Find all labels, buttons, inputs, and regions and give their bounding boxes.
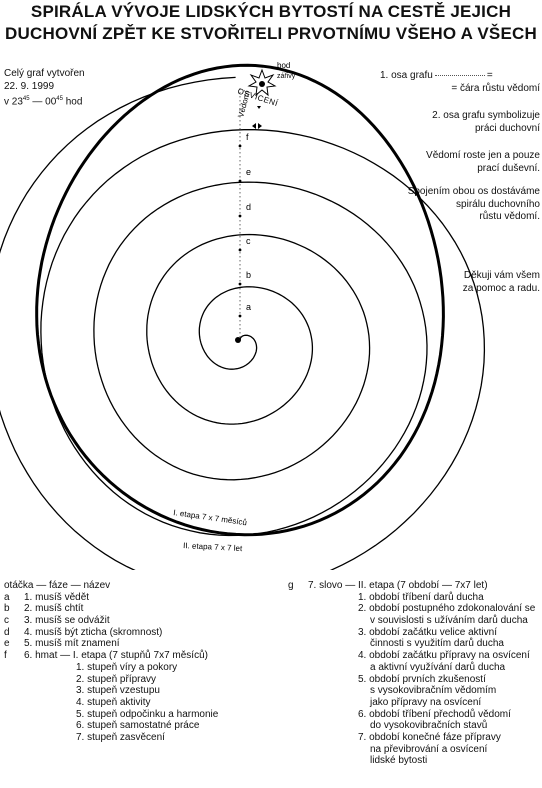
- legend-right-line: 2. období postupného zdokonalování se: [358, 603, 536, 615]
- legend-right-line: 3. období začátku velice aktivní: [358, 626, 497, 638]
- axis-tick-d: [238, 214, 242, 218]
- legend-right-header: g 7. slovo — II. etapa (7 období — 7x7 l…: [288, 580, 488, 591]
- outer-band: [35, 63, 445, 537]
- legend-right-line: s vysokovibračním vědomím: [370, 685, 497, 697]
- legend-right-line: 5. období prvních zkušeností: [358, 673, 486, 685]
- axis-tick-a: [238, 314, 242, 318]
- legend-right: g 7. slovo — II. etapa (7 období — 7x7 l…: [288, 580, 542, 767]
- axis-tick-c: [238, 248, 242, 252]
- legend-left-step: 7. stupeň zasvěcení: [76, 731, 165, 743]
- creation-line-2: 22. 9. 1999: [4, 80, 55, 92]
- legend-right-line: jako přípravy na osvícení: [370, 696, 482, 708]
- legend-right-line: 4. období začátku přípravy na osvícení: [358, 650, 530, 662]
- legend-left-header: otáčka — fáze — název: [4, 580, 111, 591]
- legend-right-line: činnosti s využitím darů ducha: [370, 638, 504, 650]
- creation-line-1: Celý graf vytvořen: [4, 68, 85, 79]
- legend-left-step: 1. stupeň víry a pokory: [76, 661, 178, 673]
- axis-mark-d: d: [246, 202, 251, 212]
- axis-mark-e: e: [246, 167, 251, 177]
- legend-right-line: v souvislosti s užíváním darů ducha: [370, 615, 528, 627]
- legend-left-step: 6. stupeň samostatné práce: [76, 720, 200, 732]
- axis-mark-f: f: [246, 132, 249, 142]
- axis-mark-b: b: [246, 270, 251, 280]
- spiral-curve: [0, 76, 486, 570]
- axis-tick-b: [238, 282, 242, 286]
- legend-left-step: 4. stupeň aktivity: [76, 696, 151, 708]
- legend-right-line: do vysokovibračních stavů: [370, 720, 488, 732]
- title-line-1: SPIRÁLA VÝVOJE LIDSKÝCH BYTOSTÍ NA CESTĚ…: [30, 2, 512, 21]
- title-line-2: DUCHOVNÍ ZPĚT KE STVOŘITELI PRVOTNÍMU VŠ…: [5, 24, 537, 43]
- axis-note-1-text-b: = čára růstu vědomí: [451, 82, 540, 94]
- axis-note-1: 1. osa grafu= = čára růstu vědomí: [380, 70, 540, 94]
- legend-left-step: 5. stupeň odpočinku a harmonie: [76, 708, 219, 720]
- axis-mark-c: c: [246, 236, 251, 246]
- legend-right-line: 1. období tříbení darů ducha: [358, 591, 484, 603]
- legend-left-step: 3. stupeň vzestupu: [76, 685, 160, 697]
- legend-right-line: na převibrování a osvícení: [370, 743, 488, 755]
- spiral-center-dot: [235, 337, 241, 343]
- legend-left-step: 2. stupeň přípravy: [76, 673, 157, 685]
- legend-right-line: a aktivní využívání darů ducha: [370, 661, 506, 673]
- stage-2-label: II. etapa 7 x 7 let: [183, 541, 243, 553]
- creation-line-3: v 2345 — 0045 hod: [4, 96, 83, 108]
- axis-mark-a: a: [246, 302, 251, 312]
- legend-right-line: lidské bytosti: [370, 755, 428, 767]
- point-label-2: zářivý: [277, 73, 296, 80]
- legend-right-line: 7. období konečné fáze přípravy: [358, 731, 501, 743]
- creation-note: Celý graf vytvořen 22. 9. 1999 v 2345 — …: [4, 68, 85, 109]
- arrowhead-marks: [252, 106, 262, 129]
- axis-tick-f: [238, 144, 242, 148]
- point-label-1: bod: [277, 61, 290, 70]
- axis-tick-e: [238, 179, 242, 183]
- legend-right-line: 6. období tříbení přechodů vědomí: [358, 708, 511, 720]
- axis-note-1-text: 1. osa grafu: [380, 70, 433, 81]
- radiant-point-dot: [259, 81, 265, 87]
